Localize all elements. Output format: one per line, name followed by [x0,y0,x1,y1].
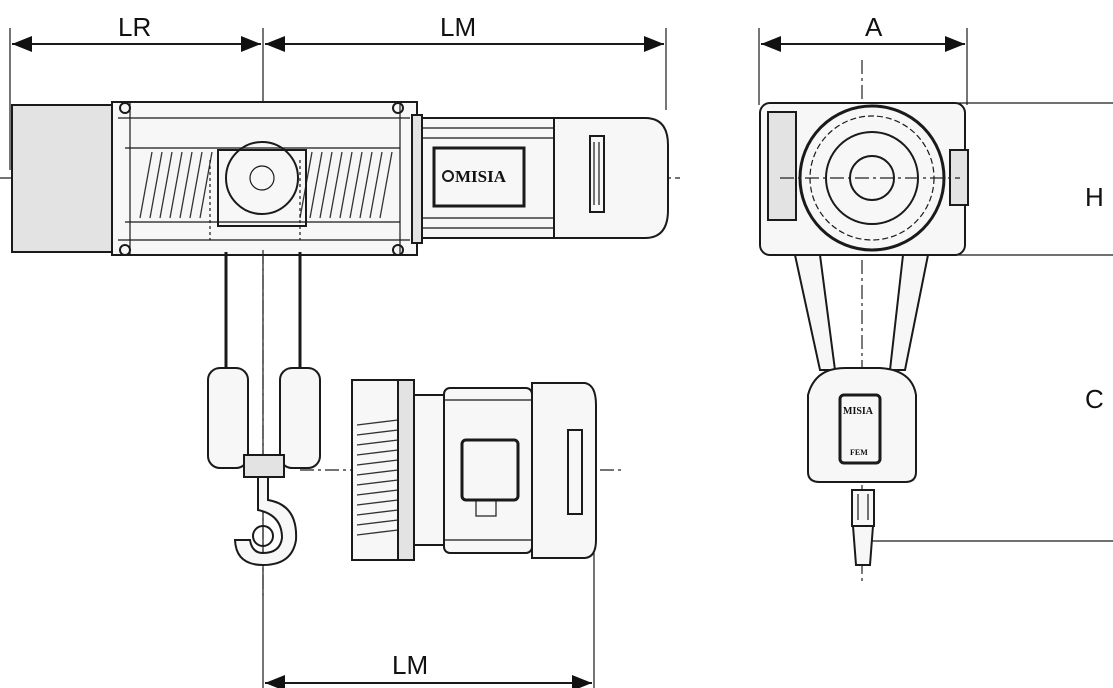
dim-label-c: C [1085,384,1104,414]
hoist-end-view: MISIA FEM [759,60,969,585]
dim-label-h: H [1085,182,1104,212]
brand-label-hook-block: MISIA [843,406,874,417]
side-drum-grooves [356,419,399,536]
drum-frame [111,101,418,256]
dim-label-lr: LR [118,12,151,42]
dimension-labels: LR LM LM A H C [118,12,1104,680]
brand-label-motor: MISIA [455,167,507,186]
dim-label-lm-bottom: LM [392,650,428,680]
hook-block-front [207,367,321,567]
motor-fan-cover [553,117,669,239]
brand-label-fem: FEM [850,448,868,457]
end-hook-block [807,367,917,483]
hoist-front-view: MISIA [0,101,680,600]
dim-label-a: A [865,12,883,42]
dim-label-lm-top: LM [440,12,476,42]
motor-terminal-box [432,146,526,208]
gearbox-housing [11,104,113,253]
hoist-side-view [300,379,625,561]
